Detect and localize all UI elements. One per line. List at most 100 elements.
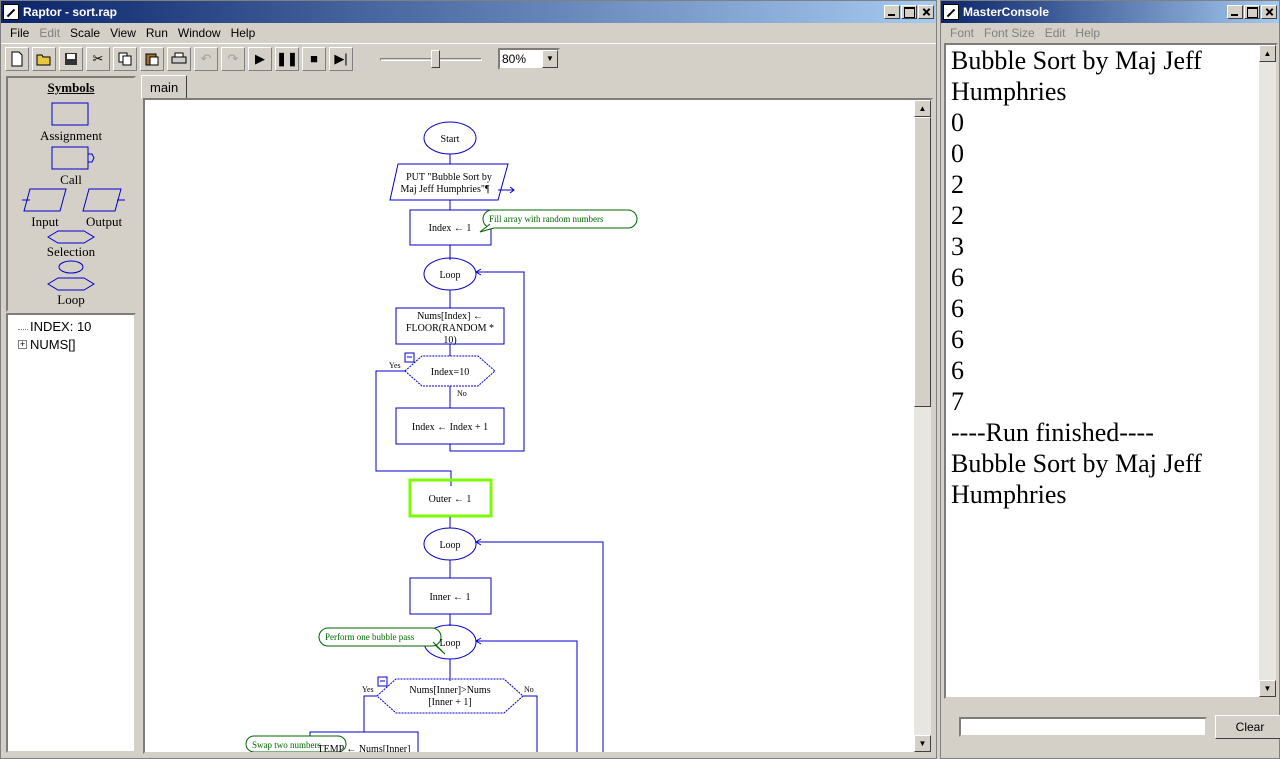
toolbar: ✂ ↶ ↷ ▶ ❚❚ ■ ▶| 80% ▼ bbox=[1, 43, 936, 73]
save-button[interactable] bbox=[59, 46, 83, 71]
clear-button[interactable]: Clear bbox=[1215, 715, 1280, 739]
copy-button[interactable] bbox=[113, 46, 137, 71]
comment-bubble-pass[interactable] bbox=[318, 627, 442, 647]
symbol-assignment[interactable]: Assignment bbox=[26, 102, 116, 144]
scroll-up-icon[interactable]: ▲ bbox=[914, 100, 931, 117]
console-scroll-down-icon[interactable]: ▼ bbox=[1259, 680, 1276, 697]
stop-button[interactable]: ■ bbox=[302, 46, 326, 71]
menu-window[interactable]: Window bbox=[177, 26, 221, 40]
var-index[interactable]: INDEX: 10 bbox=[8, 317, 134, 335]
close-button[interactable] bbox=[918, 5, 934, 19]
menu-run[interactable]: Run bbox=[145, 26, 168, 40]
symbol-loop[interactable]: Loop bbox=[26, 260, 116, 308]
symbol-call[interactable]: Call bbox=[26, 146, 116, 188]
paste-button[interactable] bbox=[140, 46, 164, 71]
menu-help[interactable]: Help bbox=[230, 26, 256, 40]
play-icon: ▶ bbox=[255, 50, 265, 66]
symbol-output[interactable]: Output bbox=[78, 188, 130, 230]
console-menu-edit[interactable]: Edit bbox=[1044, 26, 1066, 40]
symbols-title: Symbols bbox=[47, 80, 95, 95]
loop1-label: Loop bbox=[439, 270, 460, 281]
minimize-button[interactable] bbox=[884, 5, 900, 19]
console-output[interactable]: Bubble Sort by Maj Jeff Humphries 0 0 2 … bbox=[944, 43, 1278, 699]
undo-button[interactable]: ↶ bbox=[194, 46, 218, 71]
step-button[interactable]: ▶| bbox=[329, 46, 353, 71]
var-nums[interactable]: + NUMS[] bbox=[8, 335, 134, 353]
selection-symbol-icon bbox=[47, 230, 95, 244]
menu-file[interactable]: File bbox=[10, 26, 30, 40]
symbol-selection[interactable]: Selection bbox=[26, 230, 116, 260]
output-symbol-icon bbox=[82, 188, 125, 212]
var-index-label: INDEX: 10 bbox=[30, 318, 92, 334]
slider-thumb[interactable] bbox=[431, 49, 440, 68]
raptor-titlebar[interactable]: Raptor - sort.rap bbox=[1, 1, 936, 23]
loop-symbol-icon bbox=[47, 260, 95, 291]
symbols-panel: Symbols Assignment Call Input Output Sel… bbox=[6, 76, 136, 312]
console-app-icon bbox=[943, 4, 959, 20]
tab-bar: main bbox=[141, 75, 188, 99]
symbol-input[interactable]: Input bbox=[20, 188, 70, 230]
console-scroll-up-icon[interactable]: ▲ bbox=[1259, 45, 1276, 62]
print-button[interactable] bbox=[167, 46, 191, 71]
chevron-down-icon[interactable]: ▼ bbox=[542, 49, 558, 68]
console-titlebar[interactable]: MasterConsole bbox=[941, 1, 1279, 23]
pause-button[interactable]: ❚❚ bbox=[275, 46, 299, 71]
console-menu-help[interactable]: Help bbox=[1075, 26, 1101, 40]
decision-index-node[interactable] bbox=[404, 355, 496, 387]
printer-icon bbox=[171, 52, 187, 63]
pause-icon: ❚❚ bbox=[276, 50, 298, 66]
console-line: 2 bbox=[951, 170, 964, 199]
expand-plus-icon[interactable]: + bbox=[18, 338, 27, 349]
new-file-button[interactable] bbox=[5, 46, 29, 71]
comment-fill-array[interactable] bbox=[482, 209, 638, 229]
call-symbol-icon bbox=[51, 146, 95, 170]
comment-swap[interactable] bbox=[245, 735, 347, 752]
console-line: 3 bbox=[951, 232, 964, 261]
console-menu-font-size[interactable]: Font Size bbox=[984, 26, 1035, 40]
console-input[interactable] bbox=[959, 717, 1207, 737]
assignment-symbol-icon bbox=[51, 102, 89, 126]
maximize-button[interactable] bbox=[901, 5, 917, 19]
execute-button[interactable]: ▶ bbox=[248, 46, 272, 71]
raptor-app-icon bbox=[3, 4, 19, 20]
comment3-text: Swap two numbers bbox=[252, 740, 321, 750]
input-symbol-icon bbox=[22, 188, 67, 212]
redo-icon: ↷ bbox=[227, 50, 239, 66]
console-maximize-button[interactable] bbox=[1244, 5, 1260, 19]
zoom-value: 80% bbox=[502, 51, 527, 66]
yes2-label: Yes bbox=[362, 685, 374, 694]
menu-view[interactable]: View bbox=[110, 26, 136, 40]
zoom-select[interactable]: 80% ▼ bbox=[498, 47, 560, 70]
symbol-selection-label: Selection bbox=[46, 244, 96, 259]
yes1-label: Yes bbox=[389, 361, 401, 370]
canvas-vertical-scrollbar[interactable]: ▲ ▼ bbox=[914, 100, 931, 752]
scroll-thumb[interactable] bbox=[914, 117, 931, 407]
temp-label: TEMP ← Nums[Inner] bbox=[318, 744, 411, 752]
loop2-label: Loop bbox=[439, 540, 460, 551]
output-node[interactable] bbox=[389, 163, 509, 201]
menu-edit[interactable]: Edit bbox=[39, 26, 61, 40]
assign-outer-node[interactable] bbox=[408, 478, 493, 518]
menu-scale[interactable]: Scale bbox=[70, 26, 101, 40]
nums-label-1: Nums[Index] ← bbox=[417, 311, 483, 322]
console-menu-bar: Font Font Size Edit Help bbox=[941, 23, 1279, 43]
index1-label: Index ← 1 bbox=[429, 223, 472, 234]
undo-icon: ↶ bbox=[200, 50, 212, 66]
tab-main[interactable]: main bbox=[141, 75, 188, 99]
open-file-button[interactable] bbox=[32, 46, 56, 71]
redo-button[interactable]: ↷ bbox=[221, 46, 245, 71]
decision-compare-node[interactable] bbox=[376, 678, 524, 714]
symbol-call-label: Call bbox=[60, 172, 82, 187]
console-line: 2 bbox=[951, 201, 964, 230]
console-vertical-scrollbar[interactable]: ▲ ▼ bbox=[1259, 45, 1276, 697]
console-line: Bubble Sort by Maj Jeff bbox=[951, 46, 1202, 75]
console-minimize-button[interactable] bbox=[1227, 5, 1243, 19]
scroll-down-icon[interactable]: ▼ bbox=[914, 735, 931, 752]
cut-button[interactable]: ✂ bbox=[86, 46, 110, 71]
speed-slider[interactable] bbox=[376, 47, 486, 71]
master-console-window: MasterConsole Font Font Size Edit Help B… bbox=[940, 0, 1280, 759]
console-menu-font[interactable]: Font bbox=[950, 26, 975, 40]
flowchart-canvas[interactable]: Start PUT "Bubble Sort by Maj Jeff Humph… bbox=[143, 98, 933, 754]
console-line: 6 bbox=[951, 263, 964, 292]
console-close-button[interactable] bbox=[1261, 5, 1277, 19]
